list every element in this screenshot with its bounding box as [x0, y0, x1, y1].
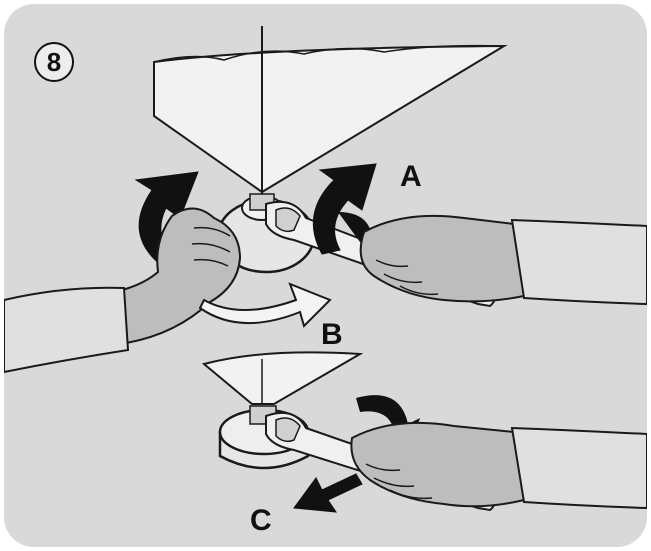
- label-c: C: [250, 504, 272, 537]
- wrench-diagram: [4, 26, 647, 513]
- left-sleeve: [4, 286, 130, 374]
- right-hand-upper: [359, 214, 526, 303]
- illustration-panel: 8 A B C: [4, 4, 647, 547]
- label-a: A: [400, 160, 422, 193]
- step-number-badge: 8: [34, 42, 74, 82]
- left-hand: [118, 207, 242, 346]
- right-hand-upper-fingers: [375, 259, 439, 296]
- right-hand-lower: [350, 421, 526, 508]
- label-b: B: [321, 318, 343, 351]
- rotate-arrow-a: [312, 163, 377, 255]
- right-sleeve-upper: [510, 218, 647, 306]
- pull-arrow-c: [293, 473, 363, 513]
- rotate-arrow-b: [198, 282, 332, 328]
- right-sleeve-lower: [510, 426, 647, 510]
- lower-fitting: [201, 351, 364, 405]
- wrench-a-jaw: [275, 207, 301, 233]
- wrench-c-jaw: [275, 417, 301, 443]
- left-hand-fingers: [191, 226, 231, 267]
- upper-tube-edge: [153, 44, 505, 63]
- right-hand-lower-fingers: [365, 463, 433, 500]
